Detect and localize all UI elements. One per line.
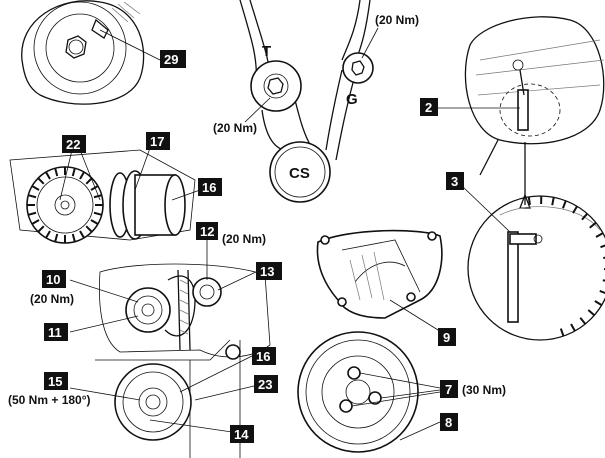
gear-tooth <box>527 196 531 205</box>
callout-3: 3 <box>446 172 464 190</box>
torque-label-guide: (20 Nm) <box>375 13 419 27</box>
callout-15: 15 <box>44 372 68 390</box>
gear-tooth <box>562 200 567 209</box>
timing-cover <box>316 229 443 331</box>
torque-label-10: (20 Nm) <box>30 292 74 306</box>
gear-tooth <box>93 194 102 199</box>
gear-tooth <box>589 221 597 229</box>
gear-tooth <box>594 300 603 306</box>
svg-text:2: 2 <box>425 100 432 115</box>
guide-pulley <box>342 52 374 84</box>
pulley-label-tensioner: T <box>262 43 271 60</box>
svg-text:7: 7 <box>445 382 452 397</box>
gear-tooth <box>570 323 576 332</box>
svg-text:15: 15 <box>48 374 62 389</box>
gear-tooth <box>28 194 37 199</box>
svg-text:22: 22 <box>66 137 80 152</box>
gear-tooth <box>600 244 605 249</box>
gear-tooth <box>85 225 93 233</box>
gear-tooth <box>90 185 99 191</box>
gear-tooth <box>602 279 605 282</box>
gear-tooth <box>71 233 76 242</box>
callout-9: 9 <box>438 328 456 346</box>
svg-text:23: 23 <box>258 377 272 392</box>
gear-tooth <box>85 177 93 185</box>
gear-tooth <box>90 219 99 225</box>
gear-tooth <box>45 230 51 239</box>
svg-text:17: 17 <box>150 134 164 149</box>
callout-29: 29 <box>160 50 186 68</box>
svg-text:13: 13 <box>260 264 274 279</box>
camshaft-sprocket-detail <box>21 0 161 105</box>
gear-tooth <box>79 171 85 180</box>
callout-7: 7 <box>440 380 458 398</box>
callout-2: 2 <box>420 98 438 116</box>
gear-tooth <box>572 205 578 214</box>
gear-tooth <box>559 328 565 337</box>
callout-16-upper: 16 <box>198 178 222 196</box>
pulley-label-crankshaft: CS <box>289 165 310 182</box>
svg-text:10: 10 <box>46 272 60 287</box>
tensioner-assembly <box>69 240 271 458</box>
gear-tooth <box>54 233 59 242</box>
gear-tooth <box>79 230 85 239</box>
crankshaft-damper-pulley <box>297 331 441 453</box>
gear-tooth <box>31 185 40 191</box>
gear-tooth <box>37 225 45 233</box>
gear-tooth <box>54 168 59 177</box>
svg-text:14: 14 <box>234 427 249 442</box>
torque-label-12: (20 Nm) <box>222 232 266 246</box>
callout-17: 17 <box>146 132 170 150</box>
torque-label-tensioner: (20 Nm) <box>213 121 257 135</box>
callout-8: 8 <box>440 413 458 431</box>
svg-text:16: 16 <box>256 349 270 364</box>
gear-tooth <box>581 213 588 221</box>
pulley-label-guide: G <box>346 91 358 108</box>
svg-text:8: 8 <box>445 415 452 430</box>
svg-text:3: 3 <box>451 174 458 189</box>
torque-label-7: (30 Nm) <box>462 383 506 397</box>
locking-pin-detail <box>438 16 605 209</box>
callout-16-lower: 16 <box>252 347 276 365</box>
gear-tooth <box>93 211 102 216</box>
gear-tooth <box>587 309 595 316</box>
gear-tooth <box>579 317 587 325</box>
gear-tooth <box>595 232 604 238</box>
svg-text:12: 12 <box>200 224 214 239</box>
svg-text:29: 29 <box>164 52 178 67</box>
svg-text:11: 11 <box>48 325 62 340</box>
callout-13: 13 <box>256 262 282 280</box>
gear-tooth <box>28 211 37 216</box>
torque-label-15: (50 Nm + 180°) <box>8 393 91 407</box>
gear-tooth <box>37 177 45 185</box>
gear-tooth <box>71 168 76 177</box>
gear-tooth <box>31 219 40 225</box>
callout-10: 10 <box>42 270 66 288</box>
crankshaft-pulley <box>269 141 331 203</box>
callout-14: 14 <box>230 425 254 443</box>
gear-tooth <box>599 290 605 295</box>
gear-tooth <box>551 197 555 206</box>
svg-text:9: 9 <box>443 330 450 345</box>
callout-22: 22 <box>62 135 86 153</box>
crank-sprocket-assembly <box>69 344 255 441</box>
tensioner-pulley <box>250 60 302 112</box>
flywheel-lock-detail <box>461 185 605 341</box>
callout-12: 12 <box>196 222 218 240</box>
svg-text:16: 16 <box>202 180 216 195</box>
gear-tooth <box>45 171 51 180</box>
belt-routing <box>239 0 374 203</box>
sprocket-assembly <box>9 147 201 244</box>
callout-11: 11 <box>44 323 68 341</box>
callout-23: 23 <box>254 375 278 393</box>
